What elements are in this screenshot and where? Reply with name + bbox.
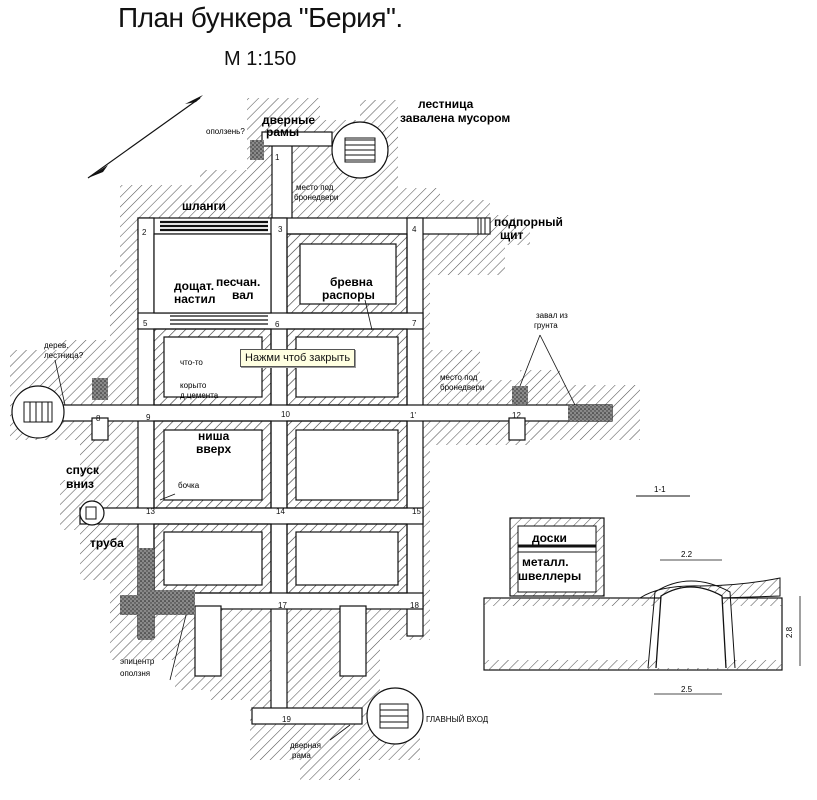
label-hoses: шланги (182, 199, 226, 213)
section-dim-top: 2.2 (681, 550, 693, 559)
stairwell-left (11, 385, 65, 439)
node-10: 10 (281, 410, 290, 419)
section-title: 1-1 (654, 485, 666, 494)
section-boards: доски (532, 531, 567, 545)
node-4: 4 (412, 225, 417, 234)
section-metal-1: металл. (522, 555, 569, 569)
label-descent-2: вниз (66, 477, 94, 491)
close-tooltip[interactable]: Нажми чтоб закрыть (240, 349, 356, 367)
label-armor-door-b-1: место под (440, 373, 478, 382)
label-epicenter-2: оползня (120, 669, 150, 678)
label-main-entrance: ГЛАВНЫЙ ВХОД (426, 715, 489, 724)
node-2: 2 (142, 228, 147, 237)
plan-labels: лестница завалена мусором дверные рамы о… (44, 97, 568, 760)
node-19: 19 (282, 715, 291, 724)
node-numbers: 1 2 3 4 5 6 7 8 9 10 1' 12 13 14 15 17 1… (96, 153, 521, 724)
label-pipe: труба (90, 536, 124, 550)
label-support-shield-2: щит (500, 228, 524, 242)
label-plank-1: дощат. (174, 279, 214, 293)
node-14: 14 (276, 507, 285, 516)
label-niche-2: вверх (196, 442, 231, 456)
node-15: 15 (412, 507, 421, 516)
node-17: 17 (278, 601, 287, 610)
label-trough-2: д цемента (180, 391, 219, 400)
node-13: 13 (146, 507, 155, 516)
label-armor-door-b-2: бронедвери (440, 383, 484, 392)
node-8: 8 (96, 414, 101, 423)
label-collapse-2: грунта (534, 321, 558, 330)
node-12: 12 (512, 411, 521, 420)
rubble (92, 140, 612, 640)
hoses (160, 220, 268, 232)
inner-blocks (153, 233, 408, 594)
plank-deck (170, 315, 268, 325)
section-metal-2: швеллеры (518, 569, 581, 583)
stairwell-bottom (366, 687, 424, 745)
plan-title: План бункера "Берия". (118, 2, 403, 33)
label-sand-1: песчан. (216, 275, 260, 289)
support-shield (477, 217, 491, 235)
node-7: 7 (412, 319, 417, 328)
label-niche-1: ниша (198, 429, 230, 443)
label-collapse-1: завал из (536, 311, 568, 320)
section-dim-bottom: 2.5 (681, 685, 693, 694)
node-6: 6 (275, 320, 280, 329)
node-5: 5 (143, 319, 148, 328)
scale-label: М 1:150 (224, 48, 297, 70)
leader-lines (54, 299, 576, 741)
label-logs-2: распоры (322, 288, 375, 302)
label-armor-door-2: бронедвери (294, 193, 338, 202)
label-landslide-q: оползень? (206, 127, 245, 136)
label-sand-2: вал (232, 288, 254, 302)
node-1-prime: 1' (410, 411, 416, 420)
label-trough-1: корыто (180, 381, 207, 390)
descent-shaft (79, 500, 105, 526)
node-18: 18 (410, 601, 419, 610)
section-dim-side: 2.8 (785, 626, 794, 638)
label-door-frames-1: дверные (262, 113, 315, 127)
label-logs-1: бревна (330, 275, 373, 289)
label-door-frames-2: рамы (266, 125, 299, 139)
label-door-frame-1: дверная (290, 741, 321, 750)
label-wood-ladder-2: лестница? (44, 351, 84, 360)
label-wood-ladder-1: дерев. (44, 341, 69, 350)
label-armor-door-1: место под (296, 183, 334, 192)
node-3: 3 (278, 225, 283, 234)
label-plank-2: настил (174, 292, 215, 306)
label-something: что-то (180, 358, 203, 367)
label-ladder-blocked-2: завалена мусором (400, 111, 510, 125)
node-1: 1 (275, 153, 280, 162)
label-ladder-blocked-1: лестница (418, 97, 474, 111)
label-descent-1: спуск (66, 463, 100, 477)
label-barrel: бочка (178, 481, 200, 490)
node-9: 9 (146, 413, 151, 422)
section-1-1: 1-1 доски металл. швеллеры 2.2 2.5 2.8 (483, 485, 801, 695)
label-epicenter-1: эпицентр (120, 657, 155, 666)
north-arrow-icon (87, 95, 203, 179)
label-support-shield-1: подпорный (494, 215, 563, 229)
label-door-frame-2: рама (292, 751, 311, 760)
stairwell-top (331, 121, 389, 179)
